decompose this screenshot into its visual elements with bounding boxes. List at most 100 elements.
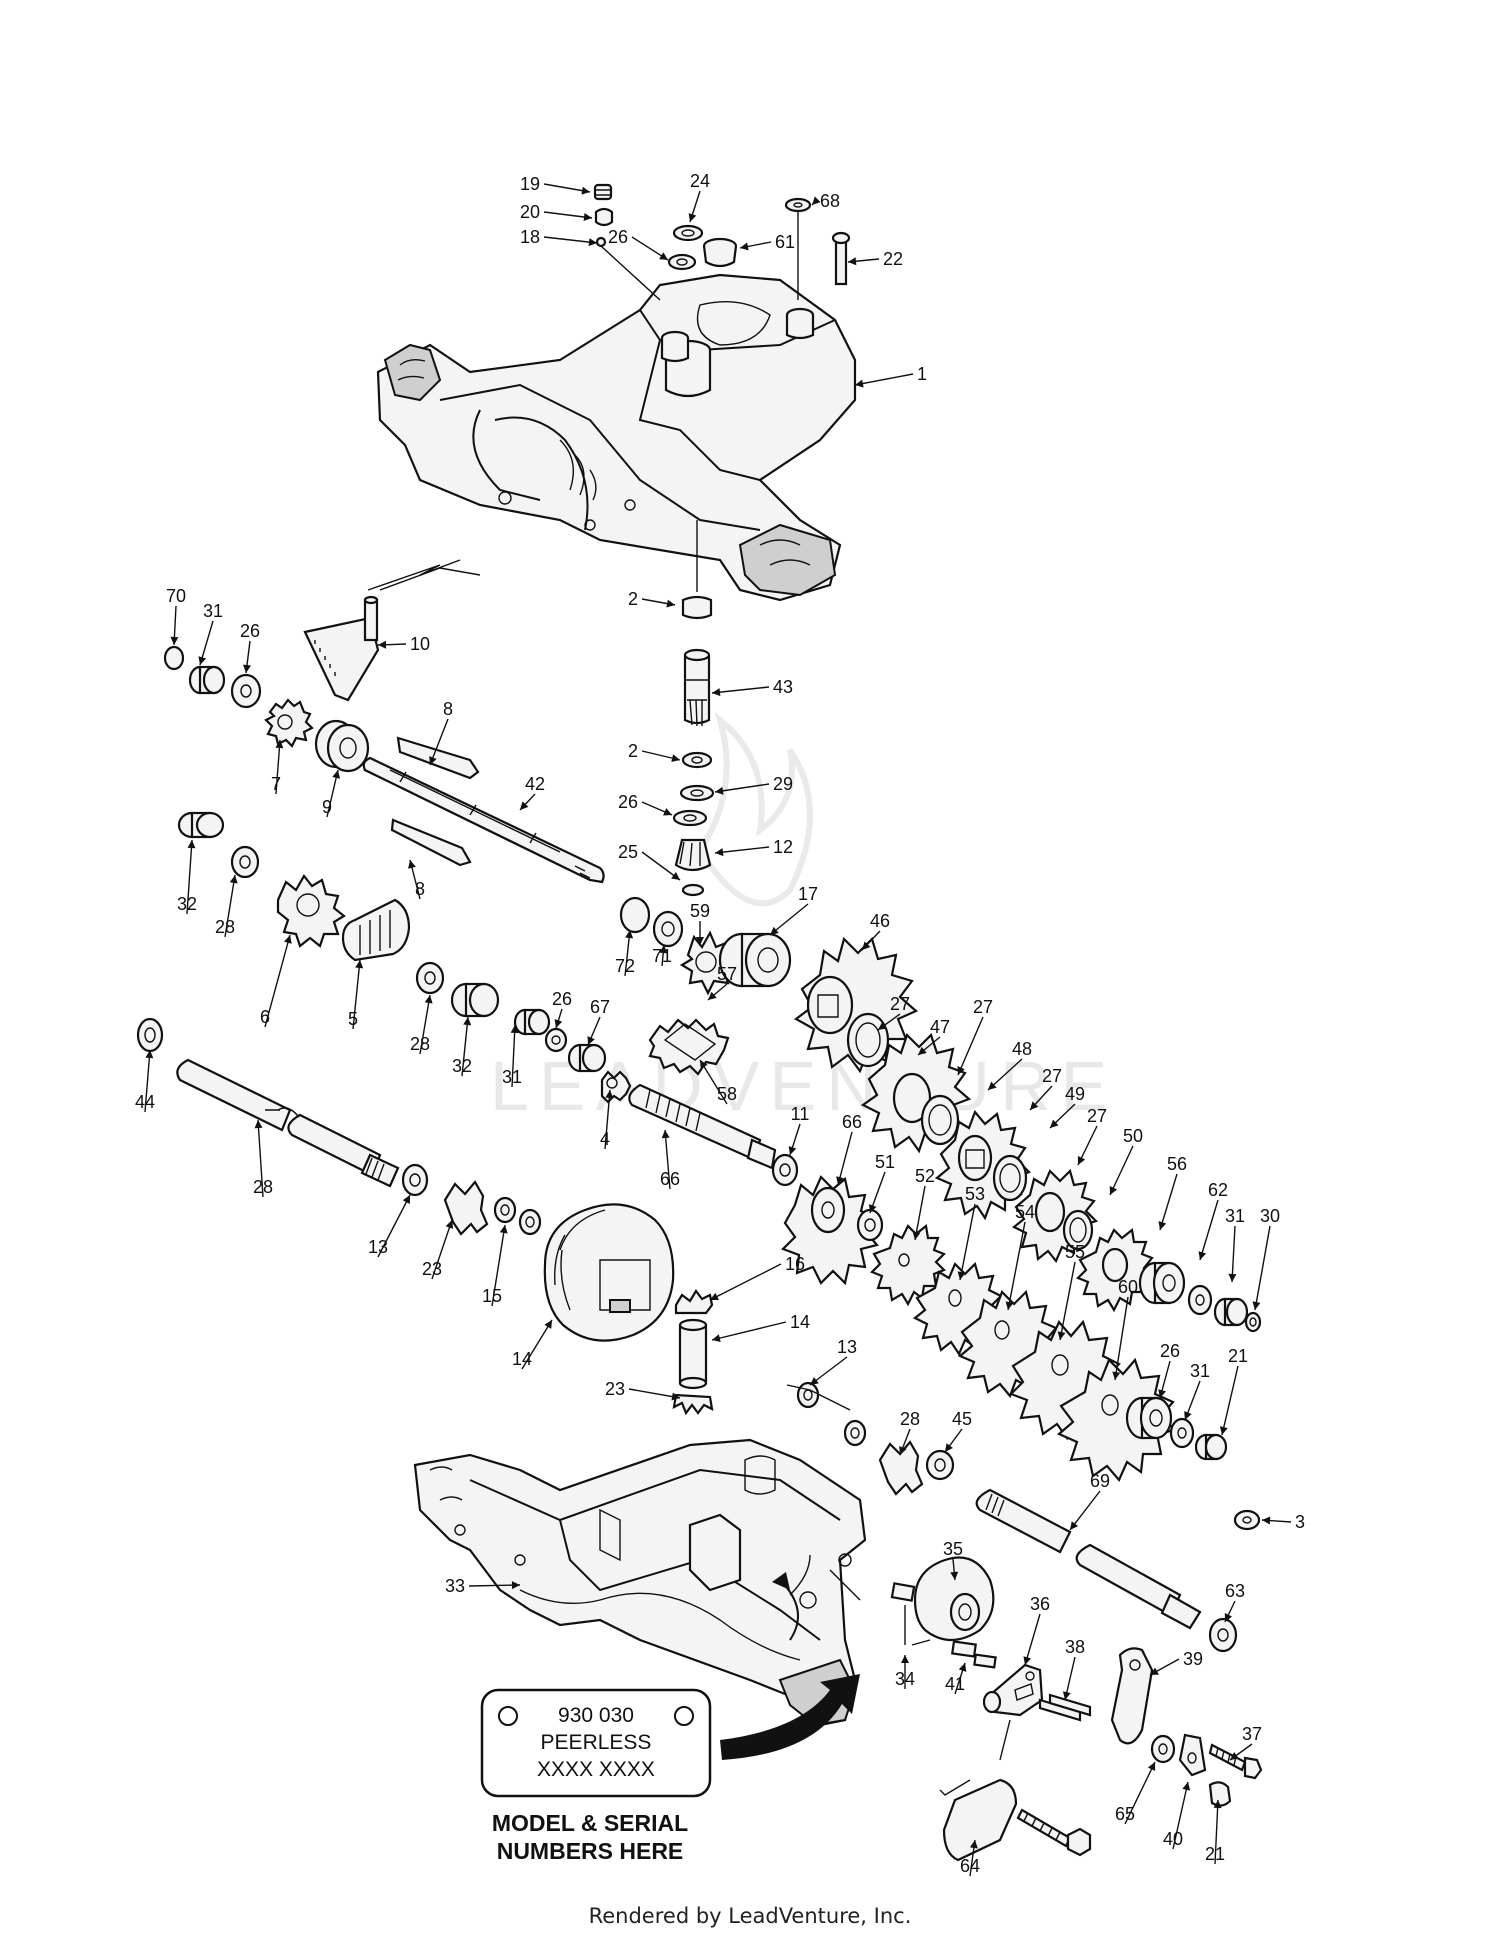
leader-line (604, 1089, 611, 1150)
leader-line (714, 783, 770, 793)
leader-line (186, 839, 193, 915)
leader-arrowhead (836, 1176, 844, 1185)
callout-9: 9 (322, 797, 332, 817)
nameplate-line-1: 930 030 (558, 1704, 634, 1727)
leader-arrowhead (544, 1320, 552, 1329)
callout-6: 6 (260, 1007, 270, 1027)
callout-29: 29 (773, 774, 793, 794)
callout-56: 56 (1167, 1154, 1187, 1174)
leader-arrowhead (1023, 1656, 1032, 1665)
callout-68: 68 (820, 191, 840, 211)
callout-23: 23 (422, 1259, 442, 1279)
callout-23: 23 (605, 1379, 625, 1399)
callout-26: 26 (240, 621, 260, 641)
leader-arrowhead (1158, 1389, 1166, 1398)
leader-arrowhead (1219, 1426, 1228, 1435)
callout-28: 28 (410, 1034, 430, 1054)
leader-line (224, 874, 236, 938)
leader-arrowhead (254, 1120, 263, 1129)
callout-27: 27 (890, 994, 910, 1014)
leader-arrowhead (1050, 1119, 1059, 1128)
leader-arrowhead (275, 740, 284, 749)
leader-line (429, 718, 449, 766)
callout-67: 67 (590, 997, 610, 1017)
leader-arrowhead (878, 1022, 887, 1030)
callout-51: 51 (875, 1152, 895, 1172)
leader-arrowhead (355, 960, 364, 969)
model-serial-line-2: NUMBERS HERE (497, 1838, 684, 1864)
leader-line (257, 1119, 264, 1198)
leader-arrowhead (510, 1025, 519, 1034)
leader-arrowhead (899, 1446, 907, 1455)
nameplate: 930 030 PEERLESS XXXX XXXX (480, 1688, 712, 1798)
leader-arrowhead (402, 1195, 410, 1204)
leader-arrowhead (1213, 1800, 1222, 1809)
leader-arrowhead (918, 1046, 927, 1055)
callout-26: 26 (618, 792, 638, 812)
leader-arrowhead (700, 1060, 708, 1069)
brake-shaft-cluster (163, 559, 605, 884)
callout-33: 33 (445, 1576, 465, 1596)
callout-31: 31 (203, 601, 223, 621)
callout-66: 66 (660, 1169, 680, 1189)
callout-5: 5 (348, 1009, 358, 1029)
callout-54: 54 (1015, 1202, 1035, 1222)
leader-line (914, 1185, 926, 1241)
callout-41: 41 (945, 1674, 965, 1694)
callout-8: 8 (415, 879, 425, 899)
leader-arrowhead (229, 875, 238, 884)
input-shaft-stack (672, 520, 715, 897)
leader-arrowhead (587, 1036, 595, 1045)
callout-59: 59 (690, 901, 710, 921)
callout-66: 66 (842, 1112, 862, 1132)
leader-arrowhead (243, 664, 251, 673)
leader-arrowhead (424, 995, 433, 1004)
leader-line (461, 1016, 469, 1077)
leader-line (1109, 1145, 1134, 1196)
left-axle-differential (136, 1017, 714, 1416)
callout-1: 1 (917, 364, 927, 384)
leader-arrowhead (1184, 1411, 1192, 1420)
callout-3: 3 (1295, 1512, 1305, 1532)
leader-arrowhead (1147, 1762, 1156, 1771)
callout-27: 27 (1042, 1066, 1062, 1086)
leader-arrowhead (581, 186, 590, 195)
callout-65: 65 (1115, 1804, 1135, 1824)
leader-line (769, 903, 809, 936)
callout-30: 30 (1260, 1206, 1280, 1226)
brake-assembly (890, 1556, 1263, 1862)
leader-arrowhead (1057, 1331, 1066, 1340)
callout-42: 42 (525, 774, 545, 794)
leader-line (144, 1049, 151, 1113)
leader-arrowhead (661, 1130, 670, 1139)
callout-63: 63 (1225, 1581, 1245, 1601)
leader-arrowhead (855, 379, 864, 388)
callout-57: 57 (717, 964, 737, 984)
leader-arrowhead (957, 1271, 966, 1280)
leader-arrowhead (1228, 1273, 1237, 1282)
leader-arrowhead (1070, 1521, 1079, 1530)
callout-46: 46 (870, 911, 890, 931)
leader-arrowhead (663, 808, 672, 816)
callout-52: 52 (915, 1166, 935, 1186)
callout-55: 55 (1065, 1242, 1085, 1262)
leader-arrowhead (605, 1090, 614, 1099)
leader-arrowhead (1109, 1186, 1118, 1195)
leader-arrowhead (1005, 1301, 1014, 1310)
leader-arrowhead (988, 1081, 997, 1090)
leader-arrowhead (969, 1840, 978, 1849)
leader-arrowhead (429, 756, 437, 765)
leader-line (511, 1024, 516, 1088)
leader-line (1124, 1761, 1156, 1825)
callout-39: 39 (1183, 1649, 1203, 1669)
nameplate-arrow (720, 1674, 860, 1760)
leader-line (377, 1194, 411, 1258)
callout-18: 18 (520, 227, 540, 247)
leader-arrowhead (198, 656, 207, 665)
leader-arrowhead (1062, 1691, 1071, 1700)
callout-13: 13 (368, 1237, 388, 1257)
leader-arrowhead (862, 941, 871, 950)
leader-line (352, 959, 361, 1030)
leader-arrowhead (499, 1225, 508, 1234)
